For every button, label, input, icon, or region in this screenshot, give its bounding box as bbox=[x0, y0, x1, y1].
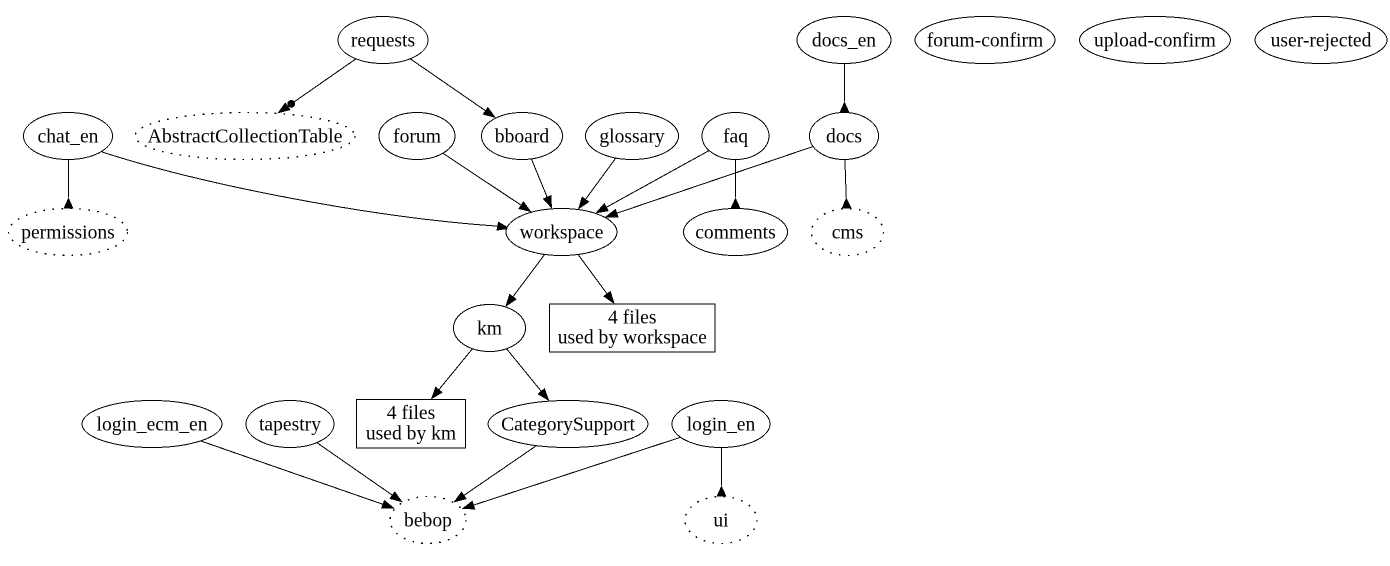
svg-text:workspace: workspace bbox=[520, 223, 604, 244]
svg-text:comments: comments bbox=[695, 223, 776, 244]
svg-text:CategorySupport: CategorySupport bbox=[501, 415, 635, 436]
svg-text:bboard: bboard bbox=[495, 127, 550, 148]
svg-text:bebop: bebop bbox=[404, 511, 452, 532]
svg-text:4 files: 4 files bbox=[387, 403, 435, 424]
svg-text:forum: forum bbox=[393, 127, 441, 148]
svg-text:used by km: used by km bbox=[366, 423, 456, 444]
svg-text:ui: ui bbox=[713, 511, 729, 532]
svg-text:AbstractCollectionTable: AbstractCollectionTable bbox=[148, 127, 343, 148]
svg-text:docs_en: docs_en bbox=[812, 31, 876, 52]
svg-text:used by workspace: used by workspace bbox=[558, 328, 707, 349]
svg-text:cms: cms bbox=[832, 223, 864, 244]
svg-text:chat_en: chat_en bbox=[38, 127, 99, 148]
svg-text:upload-confirm: upload-confirm bbox=[1094, 31, 1216, 52]
svg-text:permissions: permissions bbox=[21, 223, 115, 244]
svg-text:user-rejected: user-rejected bbox=[1271, 31, 1372, 52]
svg-text:tapestry: tapestry bbox=[259, 415, 321, 436]
svg-text:km: km bbox=[477, 319, 502, 340]
svg-text:4 files: 4 files bbox=[608, 307, 656, 328]
svg-text:login_en: login_en bbox=[687, 415, 756, 436]
svg-text:glossary: glossary bbox=[599, 127, 665, 148]
svg-text:forum-confirm: forum-confirm bbox=[927, 31, 1043, 52]
svg-text:requests: requests bbox=[351, 31, 415, 52]
svg-text:docs: docs bbox=[826, 127, 862, 148]
svg-text:login_ecm_en: login_ecm_en bbox=[97, 415, 208, 436]
svg-text:faq: faq bbox=[723, 127, 748, 148]
